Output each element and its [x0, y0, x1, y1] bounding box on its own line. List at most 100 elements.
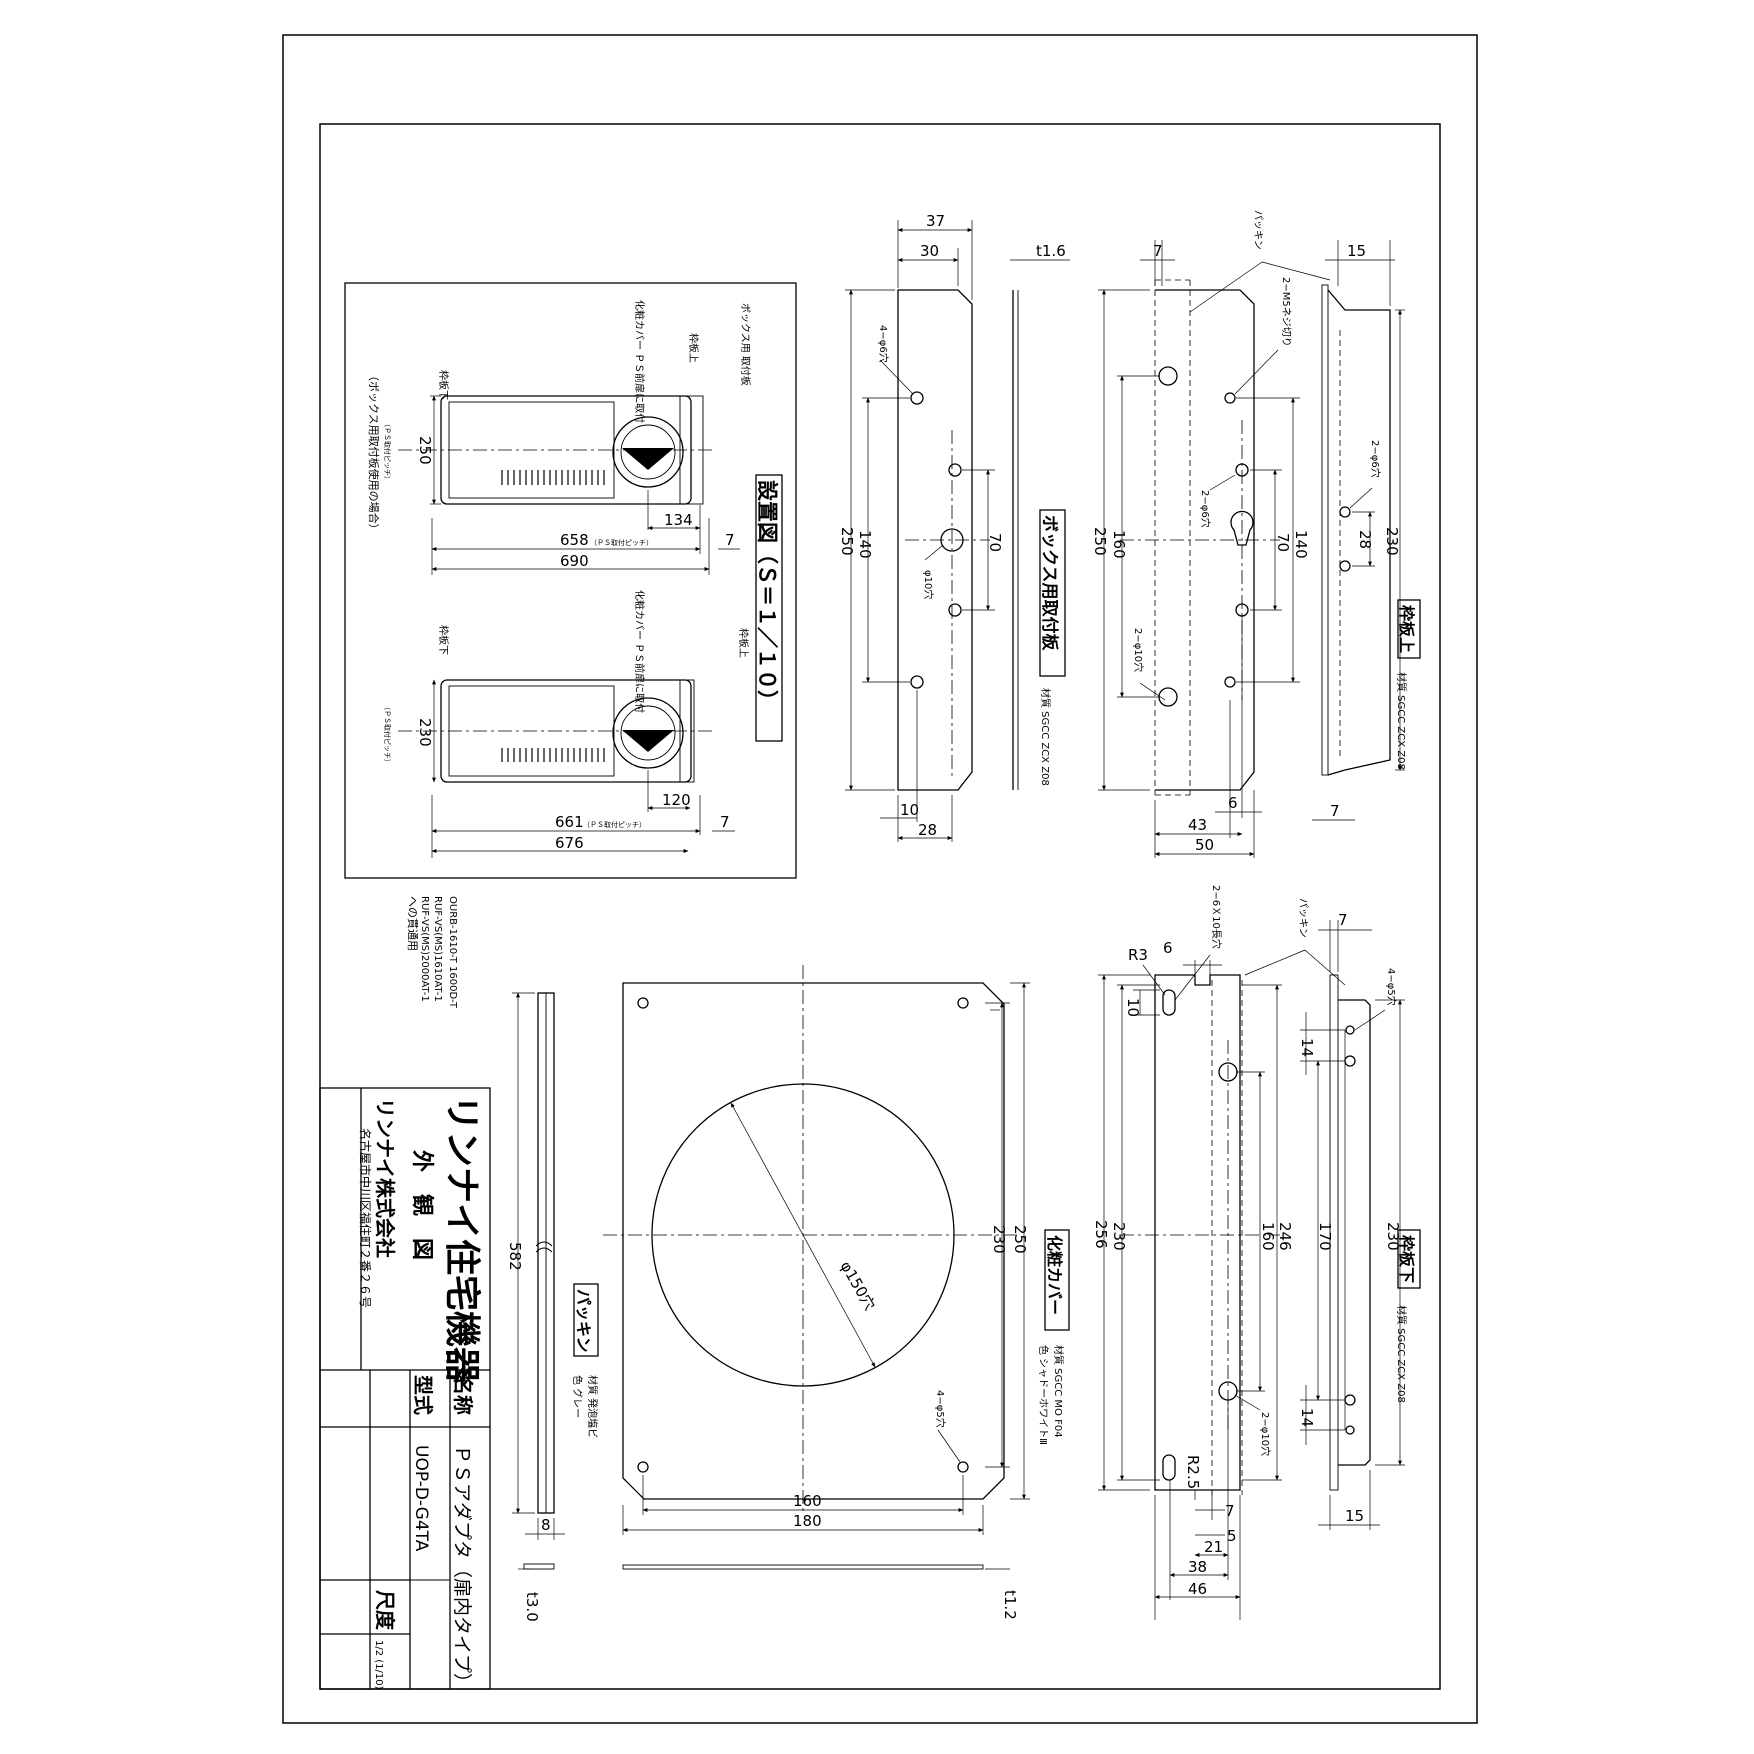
svg-text:690: 690	[560, 552, 589, 570]
svg-text:φ10穴: φ10穴	[922, 570, 935, 599]
frame-upper: パッキン 2−M5ネジ切り 2−φ6穴 2−φ10穴 7 250 160 70 …	[1091, 210, 1421, 858]
svg-text:46: 46	[1188, 1580, 1207, 1598]
svg-text:OURB-1610-T 1600D-T: OURB-1610-T 1600D-T	[447, 896, 458, 1009]
company-address: 名古屋市中川区福住町２番２６号	[358, 1128, 373, 1308]
installation-diagram: 設置図（Ｓ＝１／１０） （ボックス用取付板使用の場合） 250 （ＰＳ取付ピッチ…	[344, 282, 797, 879]
svg-text:材質 発泡塩ビ: 材質 発泡塩ビ	[586, 1375, 599, 1438]
svg-text:658: 658	[560, 531, 589, 549]
svg-text:21: 21	[1204, 1538, 1223, 1556]
svg-text:250: 250	[1011, 1225, 1029, 1254]
svg-text:（ボックス用取付板使用の場合）: （ボックス用取付板使用の場合）	[367, 370, 381, 535]
svg-text:160: 160	[1110, 530, 1128, 559]
svg-text:材質 SGCC MO F04: 材質 SGCC MO F04	[1052, 1345, 1065, 1438]
svg-text:枠板上: 枠板上	[737, 628, 750, 658]
frame-upper-title: 枠板上	[1397, 605, 1416, 653]
svg-text:250: 250	[838, 527, 856, 556]
svg-text:120: 120	[662, 791, 691, 809]
svg-text:160: 160	[1259, 1222, 1277, 1251]
svg-text:4−φ5穴: 4−φ5穴	[1385, 968, 1398, 1006]
scale-value: 1/2 (1/10)	[373, 1640, 384, 1690]
svg-text:250: 250	[1091, 527, 1109, 556]
svg-text:10: 10	[900, 801, 919, 819]
svg-text:140: 140	[1292, 530, 1310, 559]
svg-text:色 シャドーホワイトⅢ: 色 シャドーホワイトⅢ	[1037, 1345, 1050, 1445]
svg-text:8: 8	[541, 1516, 551, 1534]
model-notes: OURB-1610-T 1600D-T RUF-VS(MS)1610AT-1 R…	[406, 896, 458, 1009]
scale-label: 尺度	[373, 1590, 397, 1631]
svg-text:140: 140	[856, 530, 874, 559]
drawing-type: 外 観 図	[409, 1150, 435, 1260]
plate-title: ボックス用取付板	[1039, 515, 1060, 651]
svg-text:枠板下: 枠板下	[437, 625, 450, 655]
cover-title: 化粧カバー	[1045, 1235, 1064, 1315]
svg-text:5: 5	[1227, 1527, 1237, 1545]
svg-text:7: 7	[1338, 911, 1348, 929]
svg-text:7: 7	[725, 531, 735, 549]
title-block: リンナイ住宅機器 外 観 図 リンナイ株式会社 名古屋市中川区福住町２番２６号 …	[319, 1087, 491, 1692]
company-brand: リンナイ住宅機器	[441, 1095, 483, 1384]
svg-text:材質 SGCC ZCX Z08: 材質 SGCC ZCX Z08	[1039, 688, 1052, 786]
svg-text:230: 230	[1110, 1222, 1128, 1251]
install-unit-b: 230 （ＰＳ取付ピッチ） 661 （ＰＳ取付ピッチ） 676 120 7 枠板…	[383, 590, 750, 858]
svg-text:250: 250	[416, 436, 434, 465]
svg-text:2−6Ｘ10長穴: 2−6Ｘ10長穴	[1210, 885, 1223, 949]
name-label: 名称	[451, 1375, 475, 1415]
packing: 582 8 t3.0 パッキン 材質 発泡塩ビ 色 グレー	[506, 992, 599, 1622]
svg-text:（ＰＳ取付ピッチ）: （ＰＳ取付ピッチ）	[383, 703, 392, 766]
svg-text:7: 7	[1330, 802, 1340, 820]
svg-text:10: 10	[1124, 998, 1142, 1017]
svg-text:t1.6: t1.6	[1036, 242, 1066, 260]
svg-text:38: 38	[1188, 1558, 1207, 1576]
svg-text:化粧カバー ＰＳ前扉に取付: 化粧カバー ＰＳ前扉に取付	[633, 300, 646, 423]
svg-text:色 グレー: 色 グレー	[571, 1375, 584, 1418]
svg-text:14: 14	[1298, 1038, 1316, 1057]
svg-text:4−φ6穴: 4−φ6穴	[877, 325, 890, 363]
svg-text:R2.5: R2.5	[1184, 1455, 1202, 1489]
frame-lower-title: 枠板下	[1397, 1235, 1416, 1283]
name-value: ＰＳアダプタ（扉内タイプ）	[451, 1445, 473, 1692]
svg-text:582: 582	[506, 1242, 524, 1271]
company-name: リンナイ株式会社	[373, 1098, 397, 1258]
svg-text:6: 6	[1228, 794, 1238, 812]
svg-text:t3.0: t3.0	[523, 1592, 541, 1622]
outer-border	[282, 34, 1478, 1724]
install-unit-a: 250 （ＰＳ取付ピッチ） 658 （ＰＳ取付ピッチ） 690 134 7 枠板…	[383, 300, 752, 575]
svg-text:パッキン: パッキン	[1297, 898, 1309, 938]
svg-text:15: 15	[1345, 1507, 1364, 1525]
svg-text:材質 SGCC ZCX Z08: 材質 SGCC ZCX Z08	[1395, 672, 1408, 770]
svg-text:2−φ6穴: 2−φ6穴	[1369, 440, 1382, 478]
model-value: UOP-D-G4TA	[411, 1445, 431, 1552]
svg-text:（ＰＳ取付ピッチ）: （ＰＳ取付ピッチ）	[383, 420, 392, 483]
svg-text:30: 30	[920, 242, 939, 260]
svg-text:256: 256	[1092, 1220, 1110, 1249]
svg-text:2−φ10穴: 2−φ10穴	[1259, 1412, 1272, 1456]
svg-text:134: 134	[664, 511, 693, 529]
svg-text:RUF-VS(MS)1610AT-1: RUF-VS(MS)1610AT-1	[432, 896, 443, 1002]
svg-text:7: 7	[720, 813, 730, 831]
svg-text:70: 70	[986, 533, 1004, 552]
svg-text:43: 43	[1188, 816, 1207, 834]
svg-text:枠板下: 枠板下	[437, 370, 450, 400]
model-label: 型式	[411, 1375, 435, 1415]
svg-text:661: 661	[555, 813, 584, 831]
svg-text:160: 160	[793, 1492, 822, 1510]
svg-text:化粧カバー ＰＳ前扉に取付: 化粧カバー ＰＳ前扉に取付	[633, 590, 646, 713]
svg-text:15: 15	[1347, 242, 1366, 260]
svg-text:（ＰＳ取付ピッチ）: （ＰＳ取付ピッチ）	[590, 538, 653, 547]
svg-text:R3: R3	[1128, 946, 1148, 964]
svg-text:ボックス用 取付板: ボックス用 取付板	[739, 303, 752, 386]
svg-text:170: 170	[1316, 1222, 1334, 1251]
svg-text:676: 676	[555, 834, 584, 852]
svg-text:への貫通用: への貫通用	[406, 896, 419, 951]
install-title: 設置図（Ｓ＝１／１０）	[755, 480, 779, 711]
frame-lower: 6 R3 10 2−6Ｘ10長穴 パッキン 256 230 246 160 2−…	[1092, 885, 1421, 1620]
svg-text:2−φ10穴: 2−φ10穴	[1132, 628, 1145, 672]
packing-title: パッキン	[574, 1289, 593, 1353]
svg-text:4−φ5穴: 4−φ5穴	[934, 1390, 947, 1428]
svg-text:RUF-VS(MS)2000AT-1: RUF-VS(MS)2000AT-1	[419, 896, 430, 1002]
svg-text:28: 28	[918, 821, 937, 839]
svg-text:枠板上: 枠板上	[687, 333, 700, 363]
decorative-cover: φ150穴 250 230 160 180 t1.2 4−φ5穴 化粧カバー 材…	[603, 965, 1070, 1620]
svg-text:28: 28	[1356, 530, 1374, 549]
